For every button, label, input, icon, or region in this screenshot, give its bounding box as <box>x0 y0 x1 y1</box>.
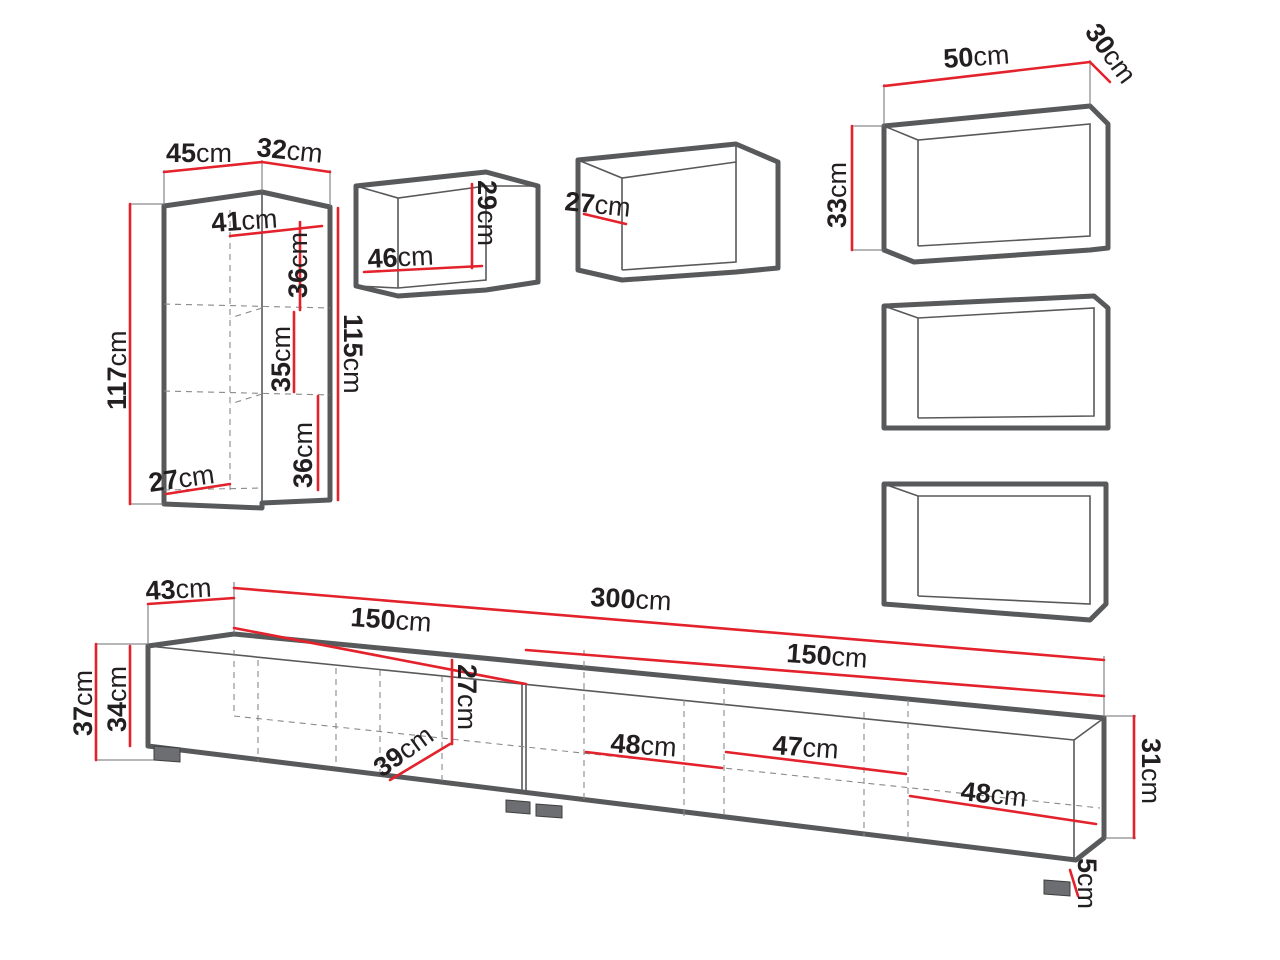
tv-right-height-label: 31cm <box>1136 738 1166 804</box>
tv-foot-height-line <box>1068 868 1080 898</box>
small-shelf-height-label: 29cm <box>472 180 502 246</box>
wall-shelf-middle <box>881 293 1111 431</box>
tv-stand-foot <box>153 745 181 763</box>
wall-shelf-width-label: 50cm <box>942 39 1010 74</box>
tall-inner-depth-label: 27cm <box>147 459 217 498</box>
tv-right-length-label: 150cm <box>786 638 869 674</box>
tv-drawer-1-label: 48cm <box>610 728 678 763</box>
tv-foot-height-label: 5cm <box>1072 858 1102 909</box>
tall-cabinet: 45cm 32cm 41cm 36cm 35cm 36cm 117cm 115c… <box>102 132 368 511</box>
tall-height-inner-label: 115cm <box>338 314 368 394</box>
wall-shelf-top: 50cm 30cm 33cm <box>822 18 1142 265</box>
tall-shelf-mid-label: 35cm <box>266 326 296 392</box>
tv-drawer-1-line <box>584 750 724 770</box>
wall-shelf-height-label: 33cm <box>822 162 852 228</box>
tv-left-length-line <box>232 626 528 686</box>
tall-width-line <box>162 160 264 174</box>
small-shelf-width-line <box>362 264 484 274</box>
tall-inner-width-line <box>228 224 324 238</box>
small-shelf: 29cm 46cm <box>353 169 541 299</box>
tv-stand-foot <box>505 799 531 815</box>
tv-height-outer-label: 37cm <box>68 670 98 736</box>
tv-drawer-3-line <box>908 794 1098 826</box>
tv-stand-foot <box>535 803 563 819</box>
tv-stand-foot <box>1043 879 1071 897</box>
tv-depth-label: 43cm <box>145 573 213 606</box>
tv-right-length-line <box>524 648 1106 698</box>
tall-shelf-bottom-label: 36cm <box>288 422 318 488</box>
tv-total-length-label: 300cm <box>590 582 673 616</box>
tv-compartment-height-label: 27cm <box>452 664 482 730</box>
tall-height-outer-label: 117cm <box>102 330 132 410</box>
wall-shelf-bottom <box>881 481 1109 623</box>
wall-shelf-depth-line <box>1088 60 1112 84</box>
tall-shelf-top-label: 36cm <box>283 232 313 298</box>
tall-depth-line <box>260 160 332 174</box>
tv-left-length-label: 150cm <box>350 602 433 638</box>
tv-stand: 43cm 300cm 150cm 150cm 37cm 34cm 27cm 39… <box>68 573 1166 909</box>
tv-drawer-2-line <box>724 750 908 776</box>
small-shelf-width-label: 46cm <box>367 241 435 274</box>
medium-shelf-depth-line <box>582 212 628 226</box>
tv-total-length-line <box>232 586 1106 662</box>
tv-depth-line <box>146 596 236 606</box>
tall-width-label: 45cm <box>166 138 232 168</box>
tv-compartment-depth-line <box>388 742 452 782</box>
wall-shelf-width-line <box>882 60 1092 88</box>
tall-inner-width-label: 41cm <box>210 203 278 238</box>
medium-shelf-depth-label: 27cm <box>563 186 632 223</box>
medium-shelf: 27cm <box>563 141 781 283</box>
tv-drawer-2-label: 47cm <box>772 730 840 765</box>
tv-height-inner-label: 34cm <box>102 666 132 732</box>
tv-drawer-3-label: 48cm <box>959 776 1028 813</box>
tall-inner-depth-line <box>164 482 232 496</box>
wall-shelf-depth-label: 30cm <box>1079 18 1142 89</box>
tall-depth-label: 32cm <box>255 132 324 169</box>
